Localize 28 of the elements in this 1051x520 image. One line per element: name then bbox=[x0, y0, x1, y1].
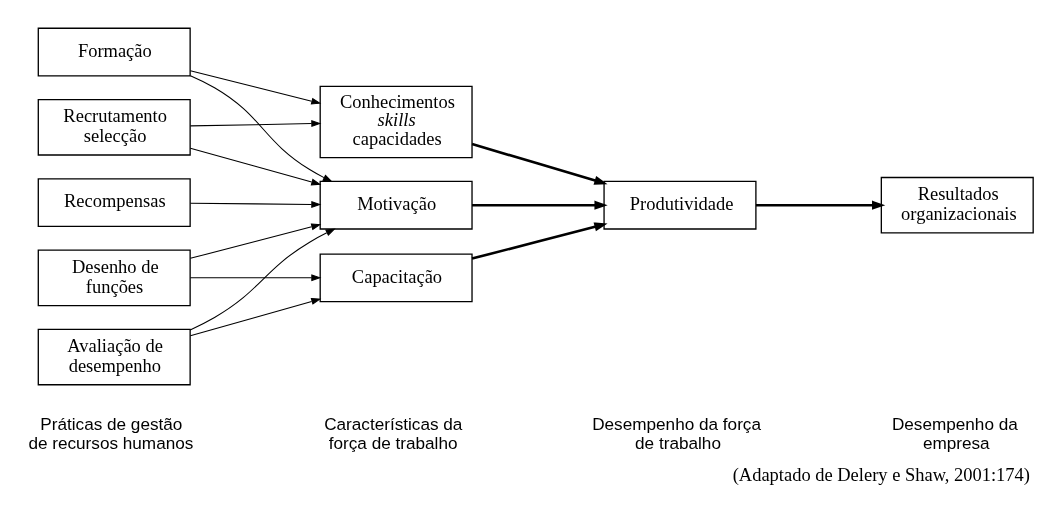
node-box: Conhecimentos skills capacidades bbox=[319, 85, 473, 159]
arrow bbox=[472, 200, 608, 210]
label: Desempenho da empresa bbox=[891, 414, 1018, 453]
arrow bbox=[189, 70, 322, 105]
label: Práticas de gestão de recursos humanos bbox=[28, 414, 194, 453]
caption: (Adaptado de Delery e Shaw, 2001:174) bbox=[732, 465, 1030, 486]
label: Desempenho da força de trabalho bbox=[592, 414, 761, 453]
arrow bbox=[189, 274, 322, 282]
arrow bbox=[189, 75, 333, 182]
node-box: Avaliação de desempenho bbox=[37, 328, 191, 386]
node-box: Desenho de funções bbox=[37, 249, 191, 307]
arrow bbox=[756, 200, 886, 210]
arrow bbox=[189, 223, 322, 259]
node-box: Motivação bbox=[319, 180, 473, 230]
arrow bbox=[189, 200, 322, 208]
arrow bbox=[189, 147, 322, 186]
arrow bbox=[189, 228, 336, 331]
node-box: Formação bbox=[37, 27, 191, 77]
node-box: Resultados organizacionais bbox=[880, 176, 1034, 234]
arrow bbox=[471, 142, 608, 185]
node-box: Recrutamento selecção bbox=[37, 98, 191, 156]
arrow bbox=[471, 222, 608, 260]
node-box: Produtividade bbox=[603, 180, 757, 230]
node-box: Capacitação bbox=[319, 253, 473, 303]
arrow bbox=[189, 120, 322, 128]
label: Características da força de trabalho bbox=[324, 414, 463, 453]
arrow bbox=[189, 298, 322, 337]
node-box: Recompensas bbox=[37, 178, 191, 227]
